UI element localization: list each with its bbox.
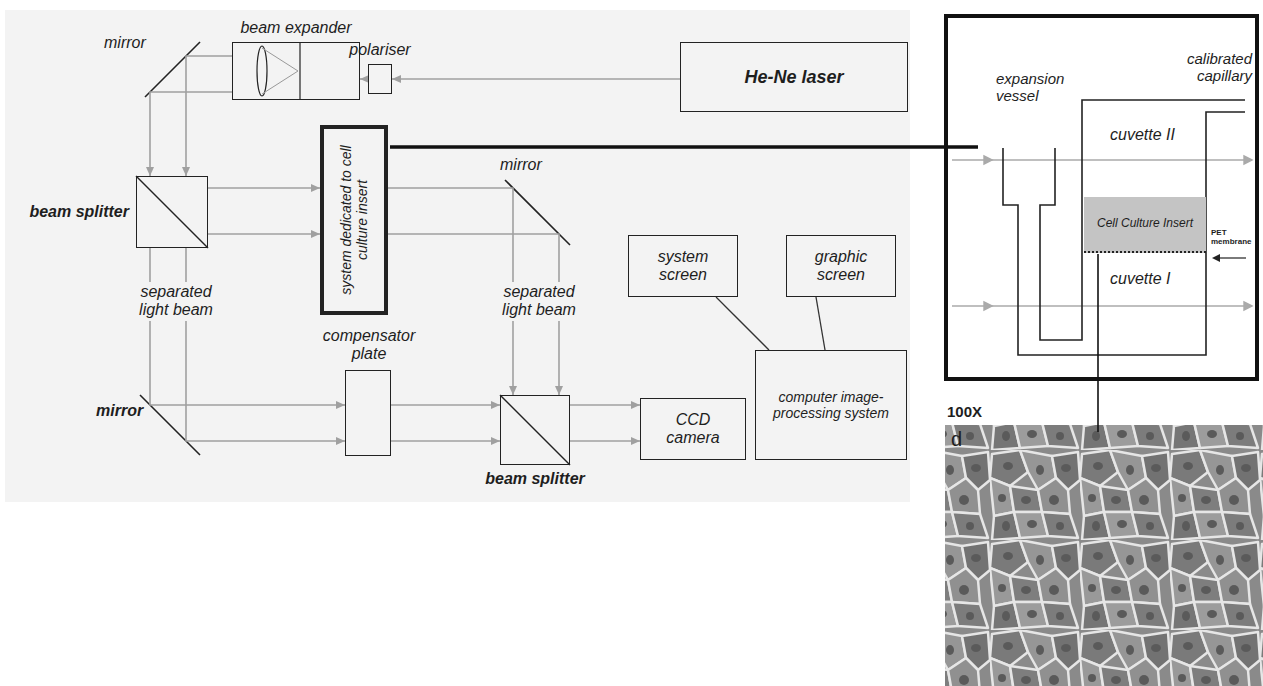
light-beam bbox=[146, 56, 232, 176]
arrow-head bbox=[182, 167, 190, 176]
part-label: mirror bbox=[96, 402, 143, 420]
light-beam bbox=[150, 248, 345, 445]
node-label: beam expander bbox=[240, 19, 351, 37]
device-box: graphic screen bbox=[786, 235, 896, 297]
part-label: PET membrane bbox=[1211, 228, 1255, 246]
part-label: calibrated capillary bbox=[1150, 50, 1252, 85]
part-label: d bbox=[951, 428, 962, 451]
arrow-head bbox=[336, 401, 345, 409]
node-label: compensator plate bbox=[314, 327, 424, 364]
cable-line bbox=[716, 297, 769, 350]
device-box: system screen bbox=[628, 235, 738, 297]
light-beam bbox=[150, 92, 232, 176]
light-beam bbox=[208, 187, 320, 189]
light-beam bbox=[186, 56, 232, 176]
arrow-head bbox=[311, 230, 320, 238]
part-label: cuvette I bbox=[1110, 270, 1170, 288]
light-beam bbox=[570, 404, 640, 406]
arrow-head bbox=[509, 386, 517, 395]
arrow-head bbox=[146, 167, 154, 176]
arrow-head bbox=[392, 75, 401, 83]
part-label: separated light beam bbox=[128, 282, 224, 321]
optical-element: beam splitter bbox=[136, 176, 208, 248]
node-label: Cell Culture Insert bbox=[1097, 217, 1193, 231]
optical-element: beam expander bbox=[232, 42, 360, 100]
part-label: cuvette II bbox=[1110, 126, 1175, 144]
node-label: CCD camera bbox=[647, 411, 739, 448]
insert-region: Cell Culture Insert bbox=[1084, 197, 1206, 253]
node-label: system dedicated to cell culture insert bbox=[338, 133, 370, 307]
light-beam bbox=[570, 440, 640, 442]
node-label: polariser bbox=[349, 41, 410, 59]
device-box: system dedicated to cell culture insert bbox=[320, 125, 388, 315]
node-label: graphic screen bbox=[793, 248, 889, 285]
node-label: computer image-processing system bbox=[762, 389, 900, 421]
arrow-head bbox=[311, 184, 320, 192]
part-label: mirror bbox=[104, 34, 146, 52]
light-beam bbox=[208, 233, 320, 235]
optical-element: polariser bbox=[368, 64, 392, 94]
cable-line bbox=[816, 297, 825, 350]
node-label: system screen bbox=[635, 248, 731, 285]
arrow-head bbox=[631, 437, 640, 445]
node-label: beam splitter bbox=[485, 470, 585, 488]
device-box: CCD camera bbox=[640, 398, 746, 460]
part-label: 100X bbox=[947, 403, 982, 420]
device-box: He-Ne laser bbox=[680, 42, 908, 112]
optical-element: compensator plate bbox=[345, 370, 391, 456]
node-label: beam splitter bbox=[29, 203, 129, 221]
arrow-head bbox=[491, 437, 500, 445]
light-beam bbox=[150, 248, 345, 405]
light-beam bbox=[391, 401, 500, 445]
optical-element: beam splitter bbox=[500, 395, 570, 465]
cable-line bbox=[716, 297, 769, 350]
device-box: computer image-processing system bbox=[755, 350, 907, 460]
light-beam bbox=[391, 404, 500, 406]
light-beam bbox=[208, 184, 320, 238]
light-beam bbox=[570, 401, 640, 445]
cable-line bbox=[816, 297, 825, 350]
arrow-head bbox=[631, 401, 640, 409]
arrow-head bbox=[336, 437, 345, 445]
light-beam bbox=[392, 78, 680, 80]
node-label: He-Ne laser bbox=[744, 67, 843, 88]
part-label: mirror bbox=[500, 156, 542, 174]
part-label: expansion vessel bbox=[996, 70, 1080, 105]
part-label: separated light beam bbox=[490, 282, 588, 321]
light-beam bbox=[392, 75, 680, 83]
arrow-head bbox=[555, 386, 563, 395]
light-beam bbox=[391, 440, 500, 442]
arrow-head bbox=[491, 401, 500, 409]
